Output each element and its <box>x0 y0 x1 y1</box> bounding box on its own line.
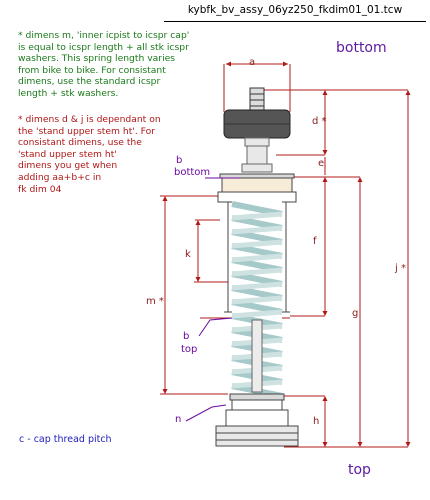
dim-f-label: f <box>313 236 317 247</box>
bottom-base <box>215 393 299 447</box>
dim-h-label: h <box>313 416 320 427</box>
callout-b-top-letter: b <box>183 331 190 342</box>
callout-b-bottom-letter: b <box>176 155 183 166</box>
callout-b-bottom-word: bottom <box>174 167 211 178</box>
note-line: the 'stand upper stem ht'. For <box>18 125 156 137</box>
note-line: washers. This spring length varies <box>18 53 176 65</box>
callout-b-top-word: top <box>181 344 198 355</box>
note-line: fk dim 04 <box>18 183 62 195</box>
dim-d <box>322 90 328 155</box>
note-line: is equal to icspr length + all stk icspr <box>18 41 189 53</box>
dim-g-label: g <box>352 308 359 319</box>
note-line: 'stand upper stem ht' <box>18 148 117 160</box>
dim-f <box>322 177 328 316</box>
note-line: consistant dimens, use the <box>18 137 142 149</box>
bottom-label: bottom <box>336 40 387 56</box>
note-line: * dimens d & j is dependant on <box>18 114 161 125</box>
dim-h <box>322 396 328 447</box>
damper-cap <box>223 109 291 139</box>
drawing-title: kybfk_bv_assy_06yz250_fkdim01_01.tcw <box>164 2 426 22</box>
note-line: * dimens m, 'inner icpist to icspr cap' <box>18 30 190 41</box>
dim-j-label: j * <box>395 263 406 274</box>
dim-e-label: e <box>318 158 325 169</box>
dim-m-label: m * <box>146 296 164 307</box>
note-line: from bike to bike. For consistant <box>18 64 166 76</box>
note-dimension-m: * dimens m, 'inner icpist to icspr cap' … <box>18 30 228 100</box>
top-label: top <box>348 462 371 478</box>
neck <box>241 137 273 173</box>
dim-j <box>405 90 411 447</box>
stem-nipple <box>249 87 265 111</box>
note-line: dimens you get when <box>18 160 118 172</box>
callout-n-label: n <box>175 414 182 425</box>
note-dimension-d-j: * dimens d & j is dependant on the 'stan… <box>18 114 218 195</box>
dim-d-label: d * <box>312 116 327 127</box>
note-line: dimens, use the standard icspr <box>18 76 161 88</box>
dim-a-lines <box>223 61 291 112</box>
note-line: adding aa+b+c in <box>18 171 102 183</box>
dim-k-label: k <box>185 249 191 260</box>
note-line: length + stk washers. <box>18 87 119 99</box>
cap-thread-pitch-note: c - cap thread pitch <box>19 434 112 445</box>
extension-lines <box>195 89 408 448</box>
dim-m <box>160 195 228 395</box>
dim-k <box>194 220 228 283</box>
dim-a-label: a <box>249 57 256 68</box>
dim-g <box>357 177 363 447</box>
leader-lines <box>185 177 240 422</box>
damper-rod <box>251 319 263 393</box>
